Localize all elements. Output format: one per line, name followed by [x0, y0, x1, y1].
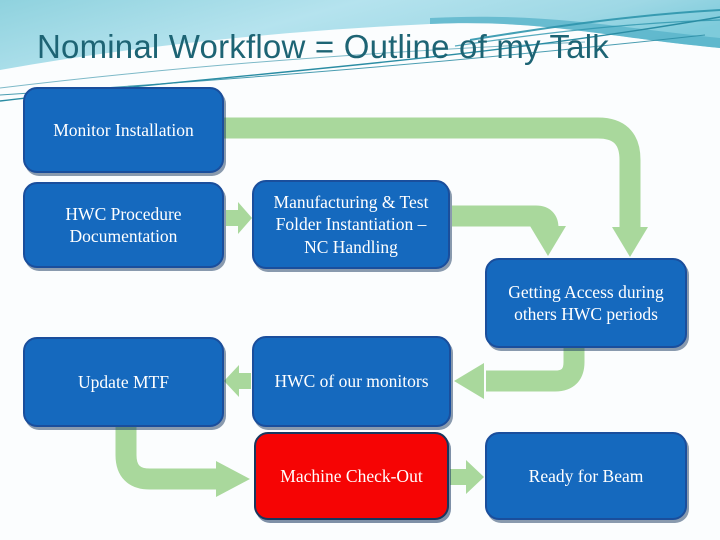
arrow-getting-access-to-hwc-monitors	[454, 348, 585, 399]
node-getting-access: Getting Access during others HWC periods	[485, 258, 687, 348]
arrow-checkout-to-ready	[450, 460, 484, 494]
node-hwc-procedure-documentation: HWC Procedure Documentation	[23, 182, 224, 268]
node-ready-for-beam: Ready for Beam	[485, 432, 687, 520]
node-manufacturing-test-folder: Manufacturing & Test Folder Instantiatio…	[252, 180, 450, 269]
arrow-procedure-to-manufacturing	[226, 202, 252, 234]
slide-title: Nominal Workflow = Outline of my Talk	[37, 28, 609, 65]
arrow-manufacturing-to-getting-access	[452, 205, 566, 256]
arrow-update-mtf-to-checkout	[115, 427, 250, 497]
node-machine-check-out: Machine Check-Out	[254, 432, 449, 520]
node-update-mtf: Update MTF	[23, 337, 224, 427]
node-hwc-of-our-monitors: HWC of our monitors	[252, 336, 451, 427]
arrow-hwc-monitors-to-update-mtf	[224, 365, 251, 397]
node-monitor-installation: Monitor Installation	[23, 87, 224, 173]
